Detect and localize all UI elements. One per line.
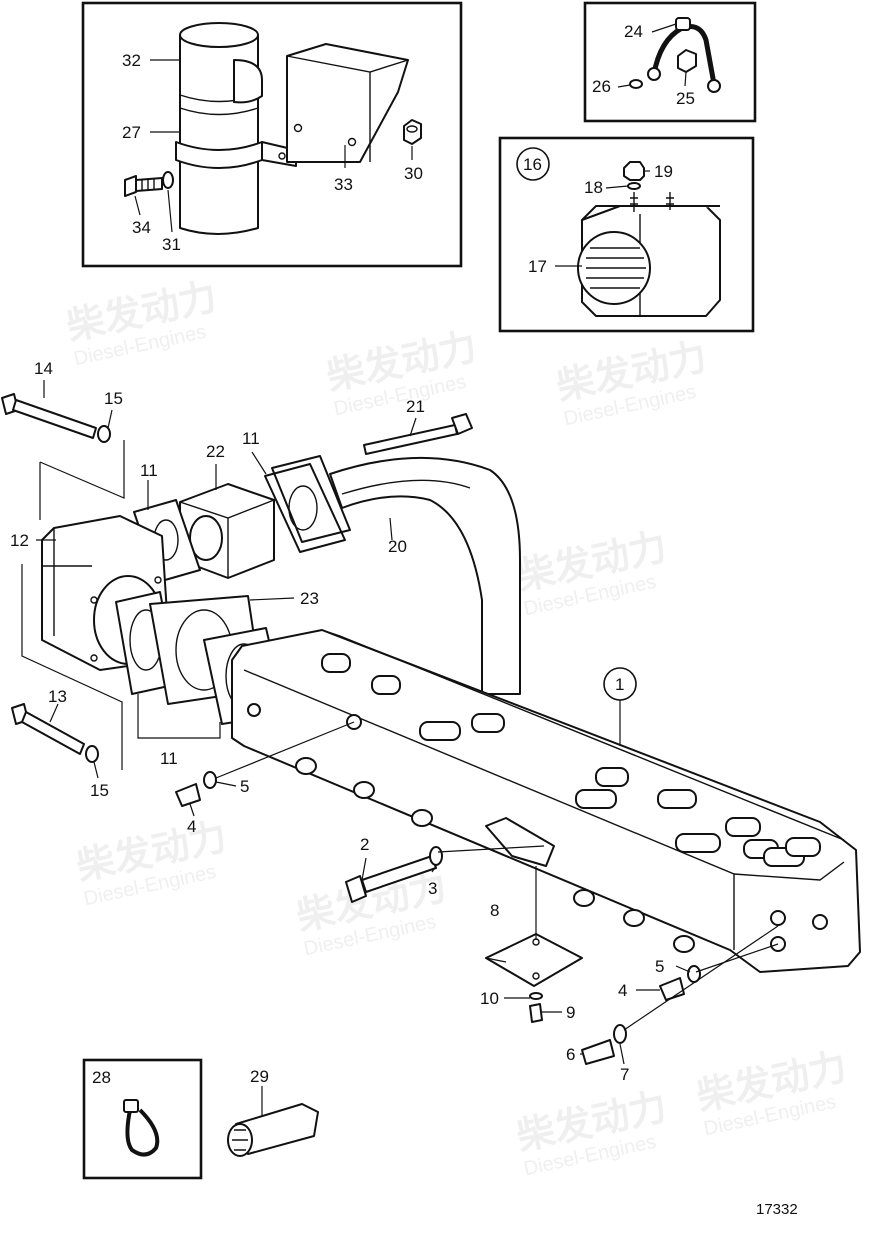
nut-part-25	[677, 49, 697, 73]
washer-part-15-lower	[85, 745, 99, 763]
strap-part-24	[647, 17, 721, 93]
bolt-part-6	[581, 1039, 615, 1065]
callout-11-c: 11	[160, 749, 178, 768]
watermark-tile: 柴发动力 Diesel-Engines	[63, 274, 221, 370]
callout-circle-16	[516, 147, 550, 181]
callout-8: 8	[490, 901, 499, 920]
callout-26: 26	[592, 77, 611, 96]
bolt-part-2	[345, 855, 437, 903]
bolt-part-34	[124, 175, 163, 197]
nut-part-19	[623, 161, 645, 181]
callout-33: 33	[334, 175, 353, 194]
washer-part-10	[529, 992, 543, 1000]
washer-part-7	[613, 1024, 627, 1044]
callout-5-left: 5	[240, 777, 249, 796]
group-bracket-upper	[39, 440, 125, 499]
sealant-tube-part-29	[227, 1086, 319, 1157]
callout-15-upper: 15	[104, 389, 123, 408]
stud-part	[630, 192, 674, 212]
plug-part-4-right	[659, 977, 685, 1001]
callout-18: 18	[584, 178, 603, 197]
inset-frame	[82, 1058, 203, 1180]
bolt-part-13	[11, 703, 85, 755]
callout-1: 1	[615, 675, 624, 694]
inset-cable-tie: 28	[82, 1058, 203, 1180]
callout-2: 2	[360, 835, 369, 854]
callout-circle-1	[603, 667, 637, 701]
watermark-tile: 柴发动力 Diesel-Engines	[693, 1044, 851, 1140]
washer-part-31	[162, 171, 174, 189]
inset-frame	[81, 1, 463, 268]
manifold-ports	[247, 703, 828, 953]
inset-frame	[498, 136, 755, 333]
pipe-part-20	[329, 456, 521, 695]
flange-part-11-upper	[264, 455, 351, 553]
callout-3: 3	[428, 879, 437, 898]
callout-10: 10	[480, 989, 499, 1008]
damper-part-17	[577, 205, 721, 317]
mounting-lug	[485, 817, 555, 867]
callout-16: 16	[523, 155, 542, 174]
callout-22: 22	[206, 442, 225, 461]
callout-30: 30	[404, 164, 423, 183]
callout-12: 12	[10, 531, 29, 550]
callout-4-right: 4	[618, 981, 627, 1000]
callout-32: 32	[122, 51, 141, 70]
callout-31: 31	[162, 235, 181, 254]
washer-part-15-upper	[97, 425, 111, 443]
callout-29: 29	[250, 1067, 269, 1086]
callout-21: 21	[406, 397, 425, 416]
pipe-part-32	[179, 22, 263, 235]
callout-19: 19	[654, 162, 673, 181]
inset-ground-strap: 24 26 25	[583, 1, 757, 123]
cable-tie-part-28	[123, 1099, 160, 1157]
valve-part-22	[179, 483, 275, 579]
watermark-tile: 柴发动力 Diesel-Engines	[323, 324, 481, 420]
callout-27: 27	[122, 123, 141, 142]
callout-15-lower: 15	[90, 781, 109, 800]
bolt-part-14	[1, 393, 97, 439]
watermark-tile: 柴发动力 Diesel-Engines	[553, 334, 711, 430]
bracket-part-33	[286, 43, 409, 163]
cover-plate-part-8	[485, 933, 583, 987]
callout-23: 23	[300, 589, 319, 608]
callout-5-right: 5	[655, 957, 664, 976]
nut-part-30	[403, 119, 422, 145]
inset-pipe-clamp: 32 27 30 33 34 31	[81, 1, 463, 268]
callout-9: 9	[566, 1003, 575, 1022]
bolt-part-21	[363, 413, 473, 455]
callout-28: 28	[92, 1068, 111, 1087]
callout-25: 25	[676, 89, 695, 108]
washer-part-5-right	[687, 965, 701, 983]
callout-17: 17	[528, 257, 547, 276]
plug-part-4-left	[175, 783, 201, 807]
group-bracket-lower	[21, 564, 123, 770]
main-assembly: 1 2 3 4 5 8 10 9 5 4 6 7 14 15 21 22 11 …	[1, 359, 861, 1084]
inset-frame	[583, 1, 757, 123]
washer-part-18	[627, 182, 641, 190]
callout-24: 24	[624, 22, 643, 41]
callout-6: 6	[566, 1045, 575, 1064]
drawing-number: 17332	[756, 1201, 798, 1218]
watermark-tile: 柴发动力 Diesel-Engines	[513, 1084, 671, 1180]
callout-13: 13	[48, 687, 67, 706]
callout-20: 20	[388, 537, 407, 556]
manifold-bosses	[321, 653, 821, 867]
callout-11-a: 11	[242, 429, 260, 448]
callout-14: 14	[34, 359, 53, 378]
manifold-part-1	[231, 629, 861, 973]
group-bracket-11	[137, 694, 221, 739]
watermark-tile: 柴发动力 Diesel-Engines	[513, 524, 671, 620]
washer-part-5-left	[203, 771, 217, 789]
inset-damper: 16 19 18 17	[498, 136, 755, 333]
plug-part-9	[529, 1003, 543, 1023]
callout-4-left: 4	[187, 817, 196, 836]
watermark-tile: 柴发动力 Diesel-Engines	[73, 814, 231, 910]
washer-part-26	[629, 79, 643, 89]
callout-34: 34	[132, 218, 151, 237]
washer-part-3	[429, 846, 443, 866]
callout-7: 7	[620, 1065, 629, 1084]
callout-11-b: 11	[140, 461, 158, 480]
